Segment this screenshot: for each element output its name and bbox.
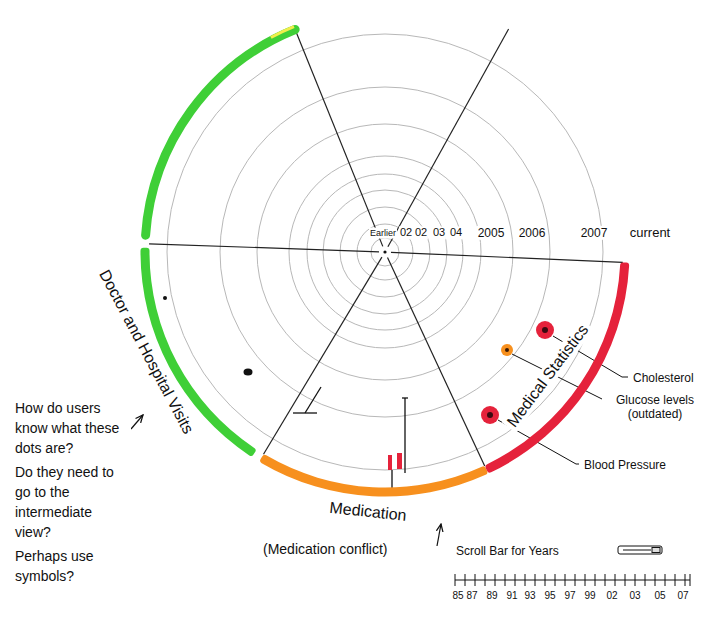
tick-label: 05 [653, 590, 666, 602]
design-note: Do they need to go to the intermediate v… [14, 462, 131, 542]
timeline-band-arc [140, 248, 255, 456]
upper-green-arc [146, 30, 296, 236]
tick-label: 07 [676, 590, 689, 602]
tick-label: 97 [563, 590, 576, 602]
arc-highlight [271, 27, 294, 38]
band-label: Medication [326, 498, 411, 525]
callout-label: Cholesterol [632, 371, 695, 385]
callout-label: Glucose levels (outdated) [606, 393, 704, 422]
time-ring-label: 2007 [580, 226, 609, 240]
medication-band: Medication [255, 450, 495, 532]
tick-label: 85 [451, 590, 464, 602]
conflict-bars [388, 453, 402, 470]
time-ring-label: 04 [449, 226, 463, 239]
tick-label: 99 [583, 590, 596, 602]
tick-label: 03 [628, 590, 641, 602]
scrollbar-title: Scroll Bar for Years [455, 544, 560, 558]
time-ring-label: 02 [399, 226, 413, 239]
time-ring-label: 2006 [518, 226, 547, 240]
design-note: Perhaps use symbols? [14, 546, 131, 586]
tick-label: 87 [465, 590, 478, 602]
tick-label: 91 [505, 590, 518, 602]
band-label: Medical Statistics [502, 319, 595, 434]
tick-label: 02 [605, 590, 618, 602]
tick-label: 95 [543, 590, 556, 602]
center-dot [383, 250, 386, 253]
tick-label: 89 [485, 590, 498, 602]
time-rings [167, 34, 603, 470]
time-ring-label: 02 [414, 226, 428, 239]
tick-label: 93 [523, 590, 536, 602]
timeline-band-arc [486, 262, 630, 472]
time-ring-label: 2005 [477, 226, 506, 240]
design-note: How do users know what these dots are? [14, 398, 131, 458]
time-ring-label: 03 [432, 226, 446, 239]
note-arrows [131, 415, 441, 546]
time-ring-label: current [629, 225, 671, 241]
annotation-note: (Medication conflict) [262, 541, 389, 558]
timeline-band-arc [260, 455, 487, 497]
statistics-band: Medical Statistics [476, 252, 634, 478]
callout-label: Blood Pressure [583, 458, 667, 472]
time-ring-label: Earlier [369, 228, 397, 239]
sector-dividers [149, 29, 623, 466]
